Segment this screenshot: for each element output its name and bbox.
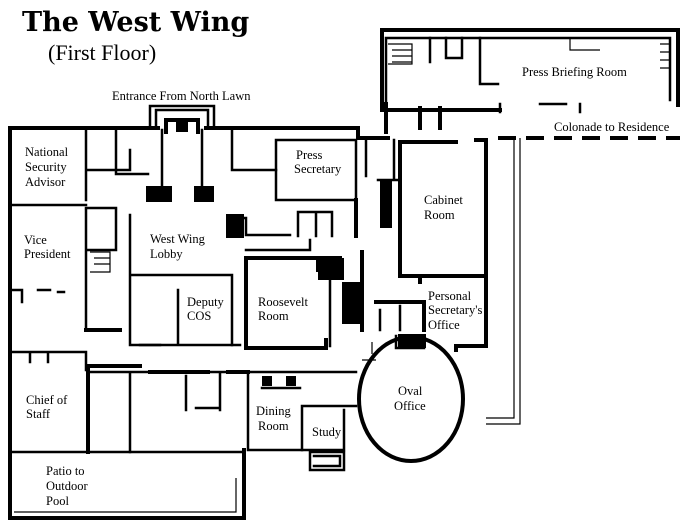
colonnade-path — [486, 136, 680, 425]
label-personal-line1: Personal — [428, 289, 472, 303]
label-nsa-line3: Advisor — [25, 175, 66, 189]
west-wing-walls — [8, 104, 390, 520]
press-briefing-block — [380, 28, 680, 134]
label-chief-line1: Chief of — [26, 393, 68, 407]
label-vp-line1: Vice — [24, 233, 47, 247]
label-press-briefing-room: Press Briefing Room — [522, 65, 627, 79]
page-subtitle: (First Floor) — [48, 40, 156, 65]
lobby-area — [84, 198, 358, 347]
label-roosevelt-line2: Room — [258, 309, 289, 323]
west-offices — [8, 288, 88, 372]
label-nsa-line1: National — [25, 145, 69, 159]
roosevelt-room-walls — [244, 250, 364, 350]
label-cabinet-line2: Room — [424, 208, 455, 222]
label-nsa-line2: Security — [25, 160, 67, 174]
label-personal-line3: Office — [428, 318, 460, 332]
label-deputy-line2: COS — [187, 309, 211, 323]
label-press-secretary-line2: Secretary — [294, 162, 342, 176]
label-dining-line1: Dining — [256, 404, 291, 418]
room-labels: Entrance From North Lawn Press Briefing … — [24, 65, 670, 508]
label-deputy-line1: Deputy — [187, 295, 225, 309]
label-chief-line2: Staff — [26, 407, 51, 421]
label-patio-line3: Pool — [46, 494, 69, 508]
label-patio-line2: Outdoor — [46, 479, 89, 493]
label-roosevelt-line1: Roosevelt — [258, 295, 309, 309]
label-cabinet-line1: Cabinet — [424, 193, 463, 207]
label-study: Study — [312, 425, 342, 439]
label-dining-line2: Room — [258, 419, 289, 433]
oval-office-walls — [357, 334, 465, 463]
label-lobby-line2: Lobby — [150, 247, 183, 261]
label-colonnade: Colonade to Residence — [554, 120, 670, 134]
south-rooms — [8, 358, 358, 472]
label-personal-line2: Secretary's — [428, 303, 482, 317]
page-title: The West Wing — [22, 7, 249, 38]
label-lobby-line1: West Wing — [150, 232, 206, 246]
label-oval-line1: Oval — [398, 384, 423, 398]
label-patio-line1: Patio to — [46, 464, 85, 478]
personal-secretary-walls — [374, 274, 488, 352]
label-press-secretary-line1: Press — [296, 148, 323, 162]
label-oval-line2: Office — [394, 399, 426, 413]
label-vp-line2: President — [24, 247, 71, 261]
north-rooms — [8, 126, 358, 210]
label-entrance: Entrance From North Lawn — [112, 89, 251, 103]
